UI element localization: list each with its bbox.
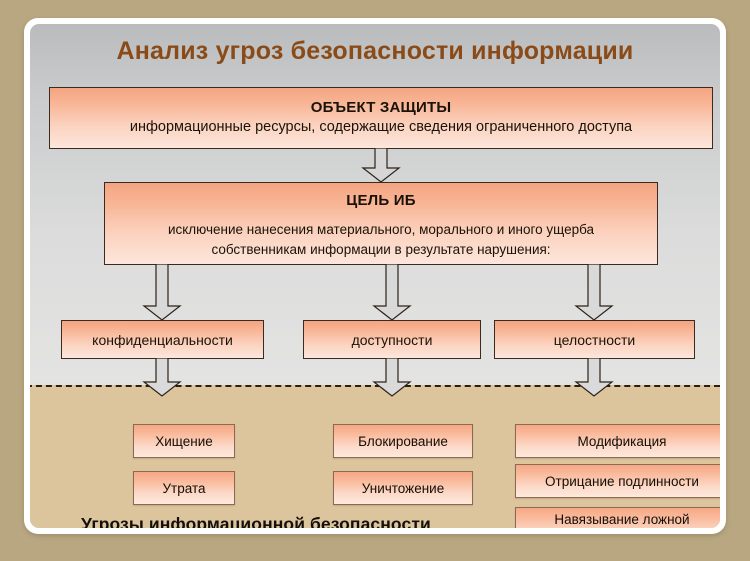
threat-label: Блокирование <box>358 433 448 449</box>
object-of-protection-box: ОБЪЕКТ ЗАЩИТЫ информационные ресурсы, со… <box>49 87 713 149</box>
threat-chip: Уничтожение <box>333 471 473 505</box>
slide-frame: Анализ угроз безопасности информации ОБЪ… <box>24 18 726 534</box>
goal-box-line1: исключение нанесения материального, мора… <box>167 222 595 237</box>
threat-label: Уничтожение <box>361 480 445 496</box>
threat-label: Навязывание ложной <box>554 512 690 527</box>
arrow-object-to-goal <box>356 148 406 184</box>
threat-chip: Навязывание ложной <box>515 507 720 528</box>
property-box-availability: доступности <box>303 320 481 359</box>
threat-chip: Блокирование <box>333 424 473 458</box>
goal-box-line2: собственникам информации в результате на… <box>211 242 551 258</box>
page-title: Анализ угроз безопасности информации <box>116 37 634 65</box>
slide-body: Анализ угроз безопасности информации ОБЪ… <box>30 24 720 528</box>
object-box-header: ОБЪЕКТ ЗАЩИТЫ <box>310 99 452 117</box>
arrow-goal-to-confidentiality <box>137 264 187 322</box>
property-box-integrity: целостности <box>494 320 695 359</box>
threats-region-title: Угрозы информационной безопасности <box>81 514 431 528</box>
goal-of-information-security-box: ЦЕЛЬ ИБ исключение нанесения материально… <box>104 182 658 265</box>
threat-chip: Хищение <box>133 424 235 458</box>
presentation-board-icon <box>599 528 625 529</box>
goal-box-header: ЦЕЛЬ ИБ <box>346 192 416 209</box>
watermark-text: MyShared <box>629 527 720 529</box>
property-label: доступности <box>351 331 433 348</box>
threat-chip: Модификация <box>515 424 720 458</box>
arrow-goal-to-availability <box>367 264 417 322</box>
property-label: целостности <box>553 331 636 348</box>
threat-label: Отрицание подлинности <box>545 473 699 489</box>
myshared-watermark: MyShared <box>599 527 720 529</box>
threat-label: Модификация <box>577 433 667 449</box>
threat-label: Утрата <box>162 480 206 496</box>
arrow-goal-to-integrity <box>569 264 619 322</box>
property-box-confidentiality: конфиденциальности <box>61 320 264 359</box>
object-box-subtitle: информационные ресурсы, содержащие сведе… <box>129 119 633 136</box>
threat-chip: Утрата <box>133 471 235 505</box>
property-label: конфиденциальности <box>92 331 233 348</box>
threat-chip: Отрицание подлинности <box>515 464 720 498</box>
threat-label: Хищение <box>155 433 213 449</box>
